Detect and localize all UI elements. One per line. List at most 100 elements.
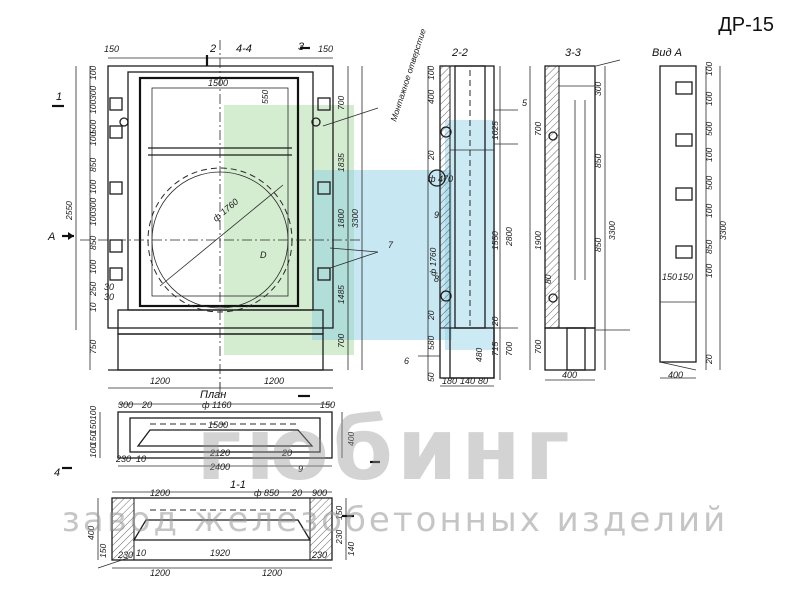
dim-main-top-left: 150 (104, 44, 119, 54)
view-title-3-3: 3-3 (565, 47, 582, 59)
view-title-2-2: 2-2 (451, 47, 468, 59)
dim-plan-b0: 230 (115, 454, 131, 464)
callout-detail-d: D (260, 250, 267, 260)
dim-1-1-top-0: 1200 (150, 488, 170, 498)
dim-plan-left-2: 150 (88, 432, 98, 446)
dim-main-inner-30a: 30 (104, 282, 114, 292)
dim-plan-inner-1: 400 (346, 432, 356, 446)
plan-view (62, 403, 380, 470)
view-title-plan: План (200, 389, 226, 401)
dim-2-2-v2: 1025 (490, 121, 500, 140)
dim-2-2-b1: 140 (460, 376, 475, 386)
dim-main-right-2: 1835 (336, 153, 346, 172)
dim-main-top-right: 150 (318, 44, 333, 54)
dim-2-2-b2: 80 (478, 376, 488, 386)
drawing-labels: 4-4 2-2 3-3 Вид А План 1-1 А 1 2 3 4 Мон… (47, 27, 728, 578)
dim-a-b2: 400 (668, 370, 683, 380)
dim-3-3-bottom: 400 (562, 370, 577, 380)
dim-a-v1: 100 (704, 92, 714, 106)
dim-1-1-b2: 1200 (262, 568, 282, 578)
dim-2-2-v7: 700 (504, 342, 514, 356)
dim-main-left-13: 750 (88, 340, 98, 354)
dim-1-1-top-1: ф 850 (254, 488, 279, 498)
dim-1-1-b1: 1200 (150, 568, 170, 578)
dim-main-left-5: 850 (88, 158, 98, 172)
dim-a-v8: 3300 (718, 221, 728, 240)
dim-plan-b4: 2400 (209, 462, 230, 472)
dim-plan-b2: 2120 (209, 448, 230, 458)
dim-2-2-v6: 480 (474, 348, 484, 362)
dim-1-1-right-1: 230 (334, 530, 344, 545)
dim-plan-b3: 20 (281, 448, 292, 458)
dim-a-v4: 500 (704, 176, 714, 190)
dim-main-left-3: 500 (88, 120, 98, 134)
dim-plan-left-0: 100 (88, 406, 98, 420)
dim-2-2-v5: 715 (490, 342, 500, 356)
dim-main-right-6: 700 (336, 334, 346, 348)
dim-main-bottom-right: 1200 (264, 376, 284, 386)
dim-1-1-b3: 10 (136, 548, 146, 558)
dim-main-right-3: 1800 (336, 209, 346, 228)
dim-2-2-v1: 400 (426, 90, 436, 104)
dim-1-1-right-0: 150 (334, 506, 344, 520)
view-mark-a: А (47, 231, 55, 243)
section-3-3 (529, 59, 630, 381)
dim-1-1-right-3: 230 (311, 550, 327, 560)
dim-plan-b1: 10 (136, 454, 146, 464)
dim-main-left-8: 100 (88, 212, 98, 226)
dim-3-3-v3: 1900 (533, 231, 543, 250)
dim-plan-top-0: 300 (118, 400, 133, 410)
dim-2-2-v4: 1550 (490, 231, 500, 250)
dim-main-right-5: 1485 (336, 285, 346, 304)
callout-pos-7: 7 (388, 240, 394, 250)
dim-plan-top-3: 150 (320, 400, 335, 410)
dim-main-left-6: 100 (88, 180, 98, 194)
view-title-1-1: 1-1 (230, 479, 246, 491)
dim-plan-top-2: ф 1160 (202, 400, 231, 410)
dim-main-left-1: 300 (88, 86, 98, 100)
dim-plan-b5: 9 (298, 464, 303, 474)
dim-main-left-0: 100 (88, 66, 98, 80)
dim-plan-inner-0: 1500 (208, 420, 228, 430)
dim-2-2-diameter: ф 1760 (428, 247, 438, 276)
callout-pos-8: 8 (434, 274, 439, 284)
dim-main-left-11: 250 (88, 282, 98, 297)
dim-a-v0: 100 (704, 62, 714, 76)
dim-main-total-height: 2550 (64, 201, 74, 221)
dim-2-2-i20b: 20 (426, 310, 436, 321)
dim-1-1-left-2: 230 (117, 550, 133, 560)
dim-1-1-top-2: 20 (291, 488, 302, 498)
dim-1-1-b0: 1920 (210, 548, 230, 558)
dim-2-2-i20c: 20 (490, 316, 500, 327)
dim-1-1-right-2: 140 (346, 542, 356, 556)
section-1-1 (97, 491, 354, 569)
dim-2-2-v3: 2800 (504, 227, 514, 247)
dim-main-right-4: 3300 (350, 209, 360, 228)
callout-mounting-hole: Монтажное отверстие (388, 27, 428, 122)
cut-mark-4: 4 (54, 467, 60, 479)
dim-1-1-left-1: 150 (98, 544, 108, 558)
dim-3-3-v0: 300 (593, 82, 603, 96)
dim-2-2-hole: ф 470 (428, 174, 453, 184)
dim-a-v7: 100 (704, 264, 714, 278)
dim-3-3-v1: 700 (533, 122, 543, 136)
view-title-a: Вид А (652, 47, 682, 59)
dim-a-v3: 100 (704, 148, 714, 162)
dim-plan-left-1: 150 (88, 420, 98, 434)
dim-a-b1: 150 (678, 272, 693, 282)
dim-main-bottom-left: 1200 (150, 376, 170, 386)
dim-main-left-7: 300 (88, 198, 98, 212)
dim-a-v5: 100 (704, 204, 714, 218)
dim-main-inner-30b: 30 (104, 292, 114, 302)
dim-1-1-top-3: 900 (312, 488, 327, 498)
dim-a-v2: 500 (704, 122, 714, 136)
watermark-logo (224, 105, 495, 355)
dim-main-left-10: 100 (88, 260, 98, 274)
dim-2-2-v9: 50 (426, 372, 436, 382)
dim-3-3-v4: 850 (593, 238, 603, 252)
dim-3-3-v6: 80 (543, 274, 553, 284)
dim-2-2-v8: 580 (426, 336, 436, 350)
callout-pos-5: 5 (522, 98, 528, 108)
